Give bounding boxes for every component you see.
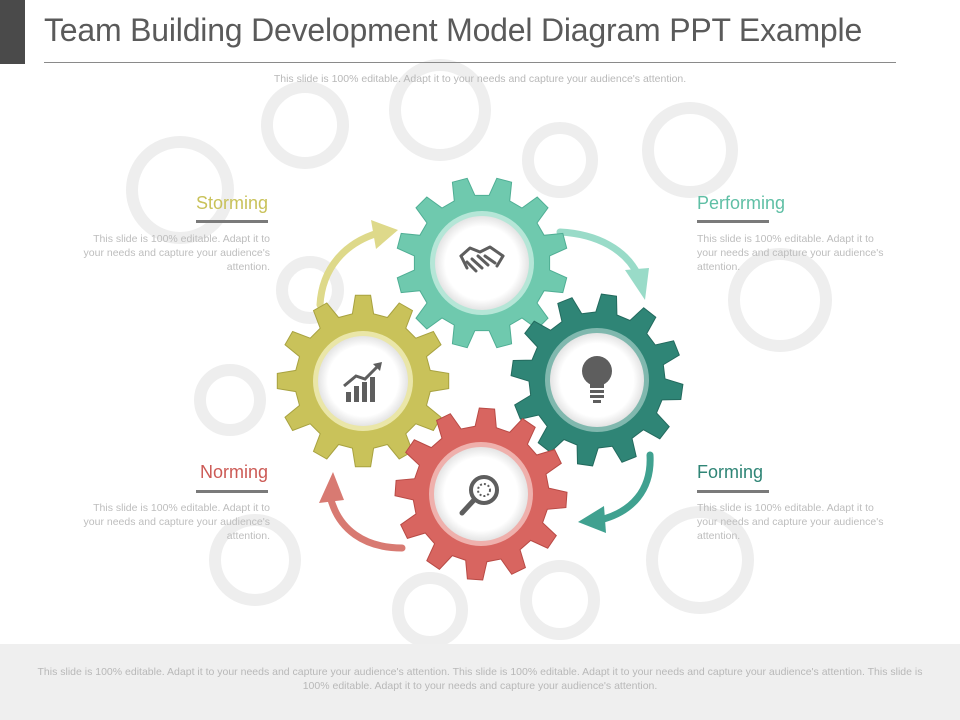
- gear-norming: [394, 407, 568, 581]
- forming-label: Forming: [697, 462, 764, 482]
- arrow-performing-to-forming: [556, 228, 649, 300]
- norming-divider: [196, 490, 268, 493]
- arrow-norming-to-storming: [319, 472, 406, 552]
- performing-label: Performing: [697, 193, 786, 213]
- gear-forming: [510, 293, 684, 467]
- storming-description: This slide is 100% editable. Adapt it to…: [83, 233, 270, 273]
- growth-chart-icon: [343, 362, 382, 402]
- page-title: Team Building Development Model Diagram …: [44, 12, 863, 48]
- subtitle: This slide is 100% editable. Adapt it to…: [273, 73, 687, 85]
- arrow-forming-to-norming: [578, 451, 654, 533]
- footer-text: This slide is 100% editable. Adapt it to…: [37, 666, 923, 692]
- corner-accent: [0, 0, 25, 64]
- forming-divider: [697, 490, 769, 493]
- performing-divider: [697, 220, 769, 223]
- forming-description: This slide is 100% editable. Adapt it to…: [697, 502, 884, 542]
- handshake-icon: [459, 245, 505, 273]
- gear-performing: [396, 177, 568, 349]
- storming-label: Storming: [195, 193, 268, 213]
- arrow-storming-to-performing: [316, 220, 398, 309]
- title-divider: [44, 62, 896, 63]
- magnifier-icon: [459, 475, 499, 516]
- norming-description: This slide is 100% editable. Adapt it to…: [83, 502, 270, 542]
- lightbulb-icon: [582, 356, 612, 403]
- footer-band: This slide is 100% editable. Adapt it to…: [0, 644, 960, 720]
- storming-divider: [196, 220, 268, 223]
- gear-storming: [276, 294, 450, 468]
- norming-label: Norming: [199, 462, 268, 482]
- performing-description: This slide is 100% editable. Adapt it to…: [697, 233, 884, 273]
